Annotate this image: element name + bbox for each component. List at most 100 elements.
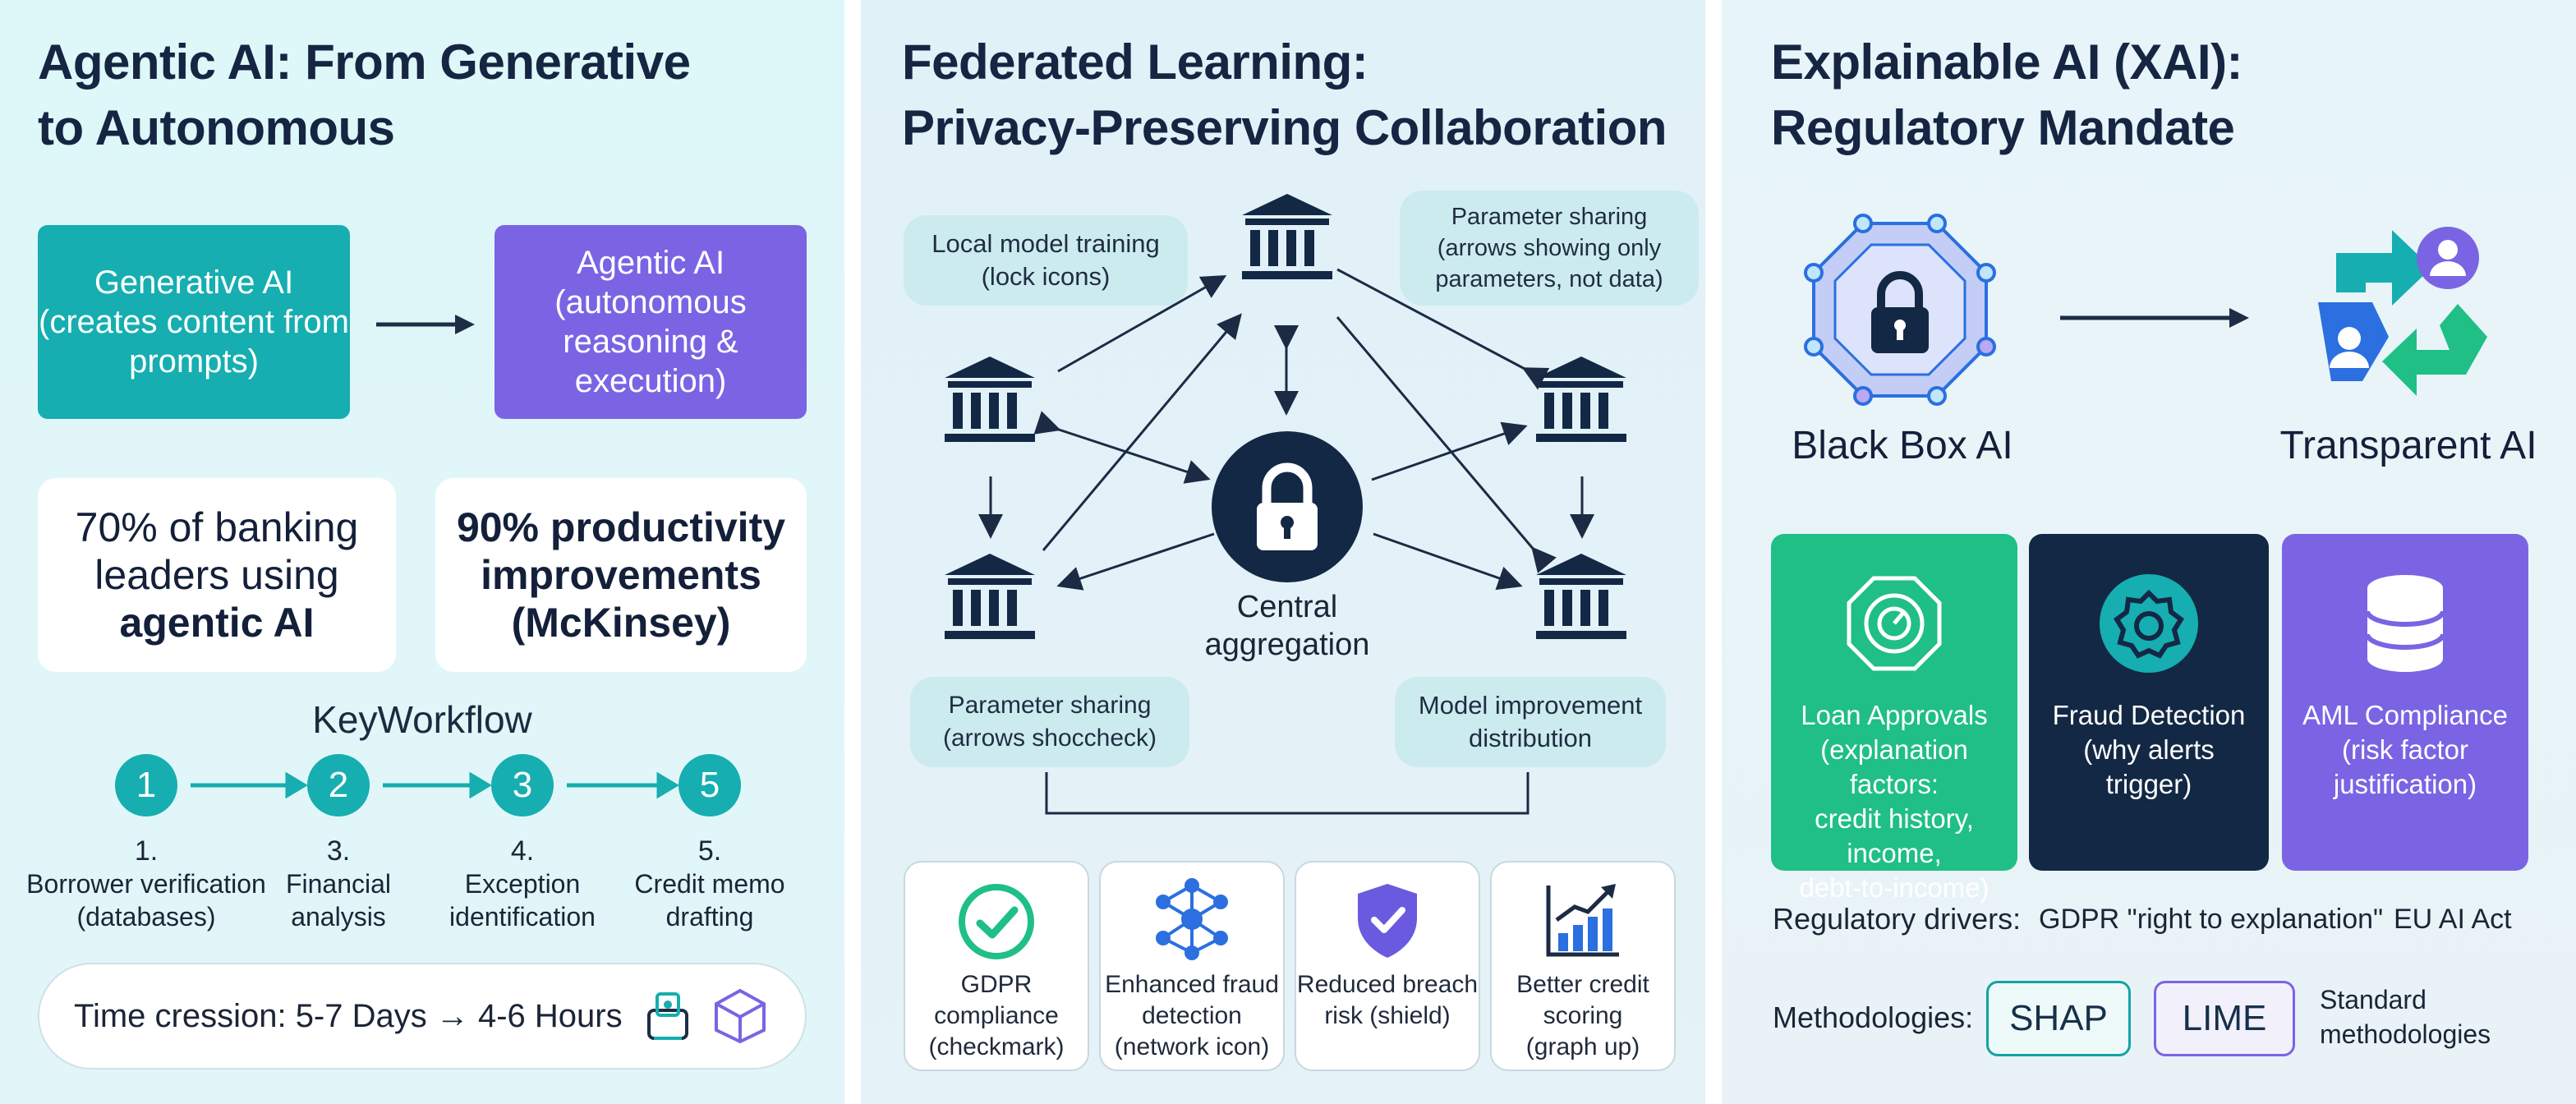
box-line: Agentic AI — [576, 245, 725, 281]
title-line: Regulatory Mandate — [1771, 100, 2235, 155]
benefit-card-breach: Reduced breach risk (shield) — [1295, 861, 1480, 1071]
card-label: AML Compliance (risk factor justificatio… — [2287, 698, 2523, 802]
explainable-ai-panel: Explainable AI (XAI): Regulatory Mandate… — [1722, 0, 2576, 1104]
label-line: Model improvement — [1418, 691, 1643, 720]
label-line: (arrows shoccheck) — [942, 724, 1157, 752]
time-compression-pill: Time cression: 5-7 Days → 4-6 Hours — [38, 963, 807, 1070]
step-number-text: 3. — [326, 835, 351, 867]
lock-icon — [1212, 431, 1363, 582]
title-line: Privacy-Preserving Collaboration — [902, 100, 1668, 155]
step-circle: 2 — [307, 754, 370, 816]
check-circle-icon — [959, 884, 1034, 959]
label-line: (lock icons) — [981, 262, 1111, 291]
step-number-text: 4. — [510, 835, 535, 867]
label-line: Better credit — [1516, 971, 1649, 998]
label-line: credit history, income, — [1815, 803, 1974, 868]
model-improvement-label: Model improvement distribution — [1395, 677, 1666, 767]
fraud-detection-card: Fraud Detection (why alerts trigger) — [2029, 534, 2269, 871]
label-line: Parameter sharing — [948, 692, 1152, 719]
panel-title: Explainable AI (XAI): Regulatory Mandate — [1771, 30, 2243, 161]
box-line: (creates content from — [39, 304, 349, 340]
workflow-arrows — [191, 771, 679, 799]
label-line: Local model training — [932, 229, 1160, 258]
cube-icon — [715, 988, 766, 1044]
title-line: Agentic AI: From Generative — [38, 34, 691, 90]
step-label: 1. Borrower verification (databases) — [23, 835, 269, 933]
label-line: risk (shield) — [1324, 1002, 1451, 1029]
step-circle: 3 — [491, 754, 554, 816]
benefit-label: Reduced breach risk (shield) — [1296, 969, 1479, 1032]
stat-card-banking: 70% of banking leaders using agentic AI — [38, 478, 396, 672]
aml-compliance-card: AML Compliance (risk factor justificatio… — [2282, 534, 2528, 871]
stat-card-productivity: 90% productivity improvements (McKinsey) — [435, 478, 807, 672]
box-line: execution) — [574, 363, 727, 399]
agentic-ai-box: Agentic AI (autonomous reasoning & execu… — [494, 225, 807, 419]
standard-methodologies-text: Standard methodologies — [2320, 982, 2491, 1051]
panel-title: Agentic AI: From Generative to Autonomou… — [38, 30, 691, 161]
black-box-label: Black Box AI — [1792, 424, 2013, 467]
eu-ai-act-driver: EU AI Act — [2394, 904, 2512, 935]
box-line: Generative AI — [94, 264, 294, 301]
step-text: Financial — [285, 869, 392, 899]
shap-badge: SHAP — [1986, 981, 2131, 1056]
panel-divider — [1705, 0, 1722, 1104]
stat-line: agentic AI — [119, 600, 315, 646]
arrow-icon — [2060, 308, 2249, 328]
title-line: to Autonomous — [38, 100, 395, 155]
local-training-label: Local model training (lock icons) — [904, 215, 1188, 306]
label-line: Loan Approvals — [1801, 700, 1988, 730]
panel-divider — [844, 0, 861, 1104]
stat-line: 90% productivity — [456, 504, 786, 550]
step-circle: 1 — [115, 754, 177, 816]
stat-line: 70% of banking — [75, 504, 359, 550]
benefit-card-gdpr: GDPR compliance (checkmark) — [904, 861, 1089, 1071]
bank-icon — [1536, 554, 1626, 639]
bank-icon — [945, 356, 1035, 442]
agentic-ai-panel: Agentic AI: From Generative to Autonomou… — [0, 0, 844, 1104]
bank-icon — [945, 554, 1035, 639]
network-icon — [1156, 878, 1228, 960]
step-text: drafting — [665, 902, 754, 932]
label-line: detection — [1142, 1002, 1242, 1029]
label-line: GDPR compliance — [934, 971, 1059, 1029]
label-line: methodologies — [2320, 1019, 2491, 1049]
step-label: 3. Financial analysis — [264, 835, 412, 933]
methodologies-label: Methodologies: — [1773, 1000, 1974, 1034]
title-line: Explainable AI (XAI): — [1771, 34, 2243, 90]
label-line: aggregation — [1204, 628, 1370, 662]
black-box-icon — [1804, 214, 1996, 406]
label-line: (graph up) — [1525, 1033, 1640, 1060]
title-line: Federated Learning: — [902, 34, 1368, 90]
step-number-text: 5. — [697, 835, 722, 867]
step-text: Credit memo — [634, 869, 785, 899]
label-line: Parameter sharing — [1451, 204, 1648, 230]
lime-badge: LIME — [2154, 981, 2295, 1056]
label-line: Fraud Detection — [2052, 700, 2246, 730]
label-line: Central — [1236, 590, 1338, 624]
fraud-gear-icon — [2100, 574, 2198, 673]
step-text: analysis — [291, 902, 386, 932]
label-line: trigger) — [2105, 769, 2192, 799]
label-line: justification) — [2333, 769, 2477, 799]
benefit-label: Enhanced fraud detection (network icon) — [1101, 969, 1283, 1063]
parameter-sharing-top-label: Parameter sharing (arrows showing only p… — [1400, 191, 1699, 306]
stat-line: leaders using — [94, 552, 339, 598]
step-text: identification — [449, 902, 596, 932]
regulatory-drivers-label: Regulatory drivers: — [1773, 902, 2022, 936]
generative-ai-box: Generative AI (creates content from prom… — [38, 225, 350, 419]
step-label: 4. Exception identification — [440, 835, 605, 933]
label-line: (why alerts — [2083, 734, 2215, 765]
time-text: Time cression: 5-7 Days → 4-6 Hours — [74, 998, 623, 1034]
bank-icon — [1242, 194, 1332, 279]
step-text: (databases) — [76, 902, 216, 932]
label-line: (risk factor — [2341, 734, 2468, 765]
explanation-gear-icon — [1847, 576, 1942, 671]
stat-line: improvements — [481, 552, 761, 598]
step-text: Exception — [464, 869, 581, 899]
label-line: scoring — [1543, 1002, 1623, 1029]
federated-learning-panel: Federated Learning: Privacy-Preserving C… — [861, 0, 1705, 1104]
step-circle: 5 — [678, 754, 741, 816]
box-line: (autonomous — [554, 284, 747, 320]
workflow-title: KeyWorkflow — [312, 698, 532, 741]
label-line: (explanation factors: — [1820, 734, 1968, 799]
